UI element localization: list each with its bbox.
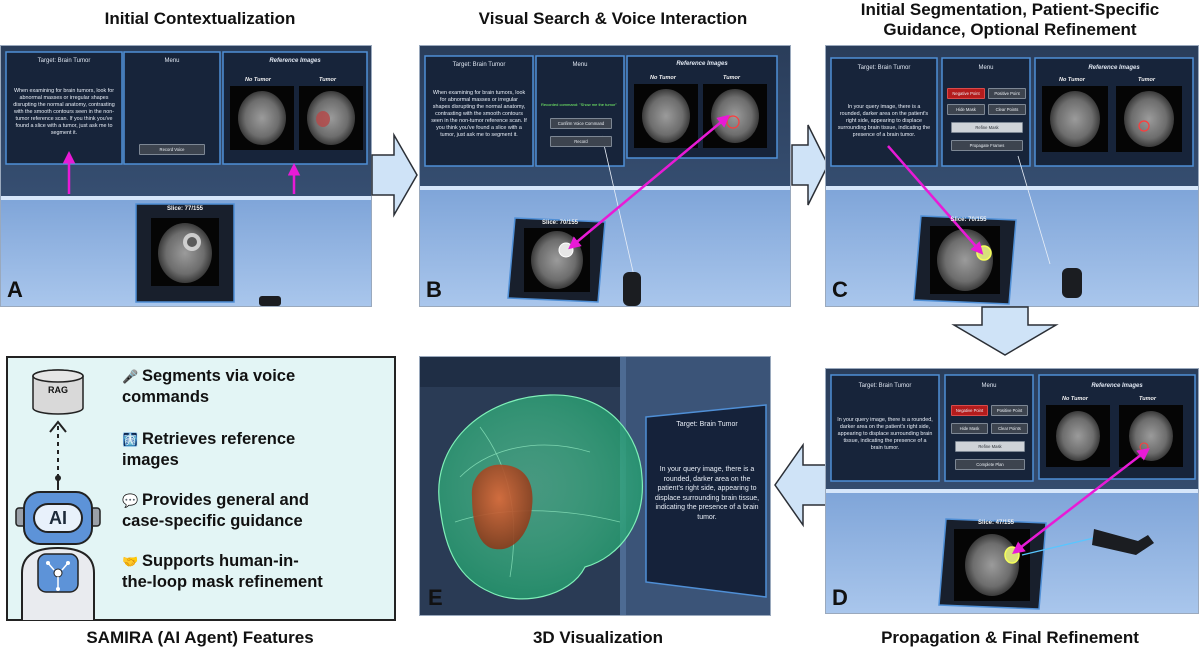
hide-mask-button[interactable]: Hide Mask	[951, 423, 988, 434]
menu-title: Menu	[164, 58, 180, 64]
scene-letter-d: D	[832, 585, 848, 610]
rag-label: RAG	[48, 385, 68, 395]
scene-b: Target: Brain Tumor When examining for b…	[419, 45, 791, 307]
reference-title: Reference Images	[676, 61, 728, 67]
target-title: Target: Brain Tumor	[858, 383, 912, 389]
no-tumor-label: No Tumor	[1059, 77, 1085, 83]
propagate-frames-button[interactable]: Propagate Frames	[951, 140, 1023, 151]
general-guidance-text: When examining for brain tumors, look fo…	[13, 88, 115, 136]
scene-e-background	[420, 357, 770, 615]
no-tumor-label: No Tumor	[1062, 396, 1088, 402]
ai-label: AI	[49, 508, 67, 528]
feature-voice: 🎤Segments via voice commands	[122, 366, 295, 407]
slice-counter: Slice: 77/155	[166, 206, 204, 212]
scene-letter-b: B	[426, 277, 442, 302]
feature-guidance: 💬Provides general and case-specific guid…	[122, 490, 309, 531]
menu-title: Menu	[981, 383, 997, 389]
confirm-voice-button[interactable]: Confirm Voice Command	[550, 118, 612, 129]
menu-title: Menu	[978, 65, 994, 71]
speech-bubble-icon: 💬	[122, 493, 139, 508]
specific-guidance-text: In your query image, there is a rounded,…	[837, 104, 931, 138]
clear-points-button[interactable]: Clear Points	[988, 104, 1026, 115]
clear-points-button[interactable]: Clear Points	[991, 423, 1028, 434]
menu-title: Menu	[572, 62, 588, 68]
complete-plan-button[interactable]: Complete Plan	[955, 459, 1025, 470]
target-title: Target: Brain Tumor	[857, 65, 911, 71]
flow-arrow-b-c	[791, 124, 829, 206]
scene-c: Target: Brain Tumor In your query image,…	[825, 45, 1199, 307]
slice-counter: Slice: 47/155	[977, 520, 1015, 526]
record-voice-button[interactable]: Record Voice	[139, 144, 205, 155]
specific-guidance-text: In your query image, there is a rounded,…	[837, 417, 933, 451]
feature-line: case-specific guidance	[122, 512, 303, 530]
positive-point-button[interactable]: Positive Point	[988, 88, 1026, 99]
agent-diagram	[15, 369, 101, 620]
target-title: Target: Brain Tumor	[37, 58, 91, 64]
feature-line: Segments via voice	[142, 367, 296, 385]
samira-features-box: RAG AI 🎤Segments via voice commands 🩻Ret…	[6, 356, 396, 621]
title-line-2: Guidance, Optional Refinement	[883, 20, 1137, 39]
tumor-label: Tumor	[319, 77, 337, 83]
scene-a-background	[1, 46, 371, 306]
scene-b-background	[420, 46, 790, 306]
scene-e: Target: Brain Tumor In your query image,…	[419, 356, 771, 616]
tumor-label: Tumor	[1139, 396, 1157, 402]
reference-title: Reference Images	[1088, 65, 1140, 71]
feature-line: the-loop mask refinement	[122, 573, 323, 591]
microphone-icon: 🎤	[122, 369, 139, 384]
slice-counter: Slice: 70/155	[541, 220, 579, 226]
scene-c-background	[826, 46, 1198, 306]
record-button[interactable]: Record	[550, 136, 612, 147]
scene-letter-e: E	[428, 585, 443, 610]
title-samira-features: SAMIRA (AI Agent) Features	[86, 628, 314, 647]
scene-d: Target: Brain Tumor In your query image,…	[825, 368, 1199, 614]
hide-mask-button[interactable]: Hide Mask	[947, 104, 985, 115]
tumor-label: Tumor	[723, 75, 741, 81]
feature-line: Provides general and	[142, 491, 309, 509]
recorded-command-status: Recorded command: "Show me the tumor"	[541, 102, 617, 107]
positive-point-button[interactable]: Positive Point	[991, 405, 1028, 416]
handshake-icon: 🤝	[122, 554, 139, 569]
target-title: Target: Brain Tumor	[452, 62, 506, 68]
tumor-label: Tumor	[1138, 77, 1156, 83]
flow-arrow-d-e	[774, 442, 827, 528]
title-propagation: Propagation & Final Refinement	[881, 628, 1139, 647]
feature-reference: 🩻Retrieves reference images	[122, 429, 295, 470]
title-initial-contextualization: Initial Contextualization	[104, 9, 296, 28]
scene-letter-c: C	[832, 277, 848, 302]
reference-title: Reference Images	[269, 58, 321, 64]
title-line-1: Initial Segmentation, Patient-Specific	[860, 0, 1160, 19]
title-3d-visualization: 3D Visualization	[532, 628, 664, 647]
target-title: Target: Brain Tumor	[676, 421, 738, 428]
negative-point-button[interactable]: Negative Point	[947, 88, 985, 99]
no-tumor-label: No Tumor	[650, 75, 676, 81]
negative-point-button[interactable]: Negative Point	[951, 405, 988, 416]
refine-mask-button[interactable]: Refine Mask	[955, 441, 1025, 452]
slice-counter: Slice: 70/155	[950, 217, 987, 223]
flow-arrow-a-b	[371, 132, 418, 218]
feature-line: commands	[122, 388, 210, 406]
no-tumor-label: No Tumor	[245, 77, 271, 83]
scene-a: Target: Brain Tumor When examining for b…	[0, 45, 372, 307]
feature-line: images	[122, 451, 179, 469]
xray-icon: 🩻	[122, 432, 139, 447]
scene-letter-a: A	[7, 277, 23, 302]
reference-title: Reference Images	[1091, 383, 1143, 389]
feature-line: Supports human-in-	[142, 552, 299, 570]
refine-mask-button[interactable]: Refine Mask	[951, 122, 1023, 133]
title-initial-segmentation: Initial Segmentation, Patient-Specific G…	[820, 0, 1200, 40]
feature-refinement: 🤝Supports human-in- the-loop mask refine…	[122, 551, 323, 592]
feature-line: Retrieves reference	[142, 430, 296, 448]
specific-guidance-text: In your query image, there is a rounded,…	[654, 466, 760, 521]
flow-arrow-c-d	[951, 306, 1059, 356]
general-guidance-text: When examining for brain tumors, look fo…	[431, 90, 527, 138]
title-visual-search: Visual Search & Voice Interaction	[478, 9, 748, 28]
